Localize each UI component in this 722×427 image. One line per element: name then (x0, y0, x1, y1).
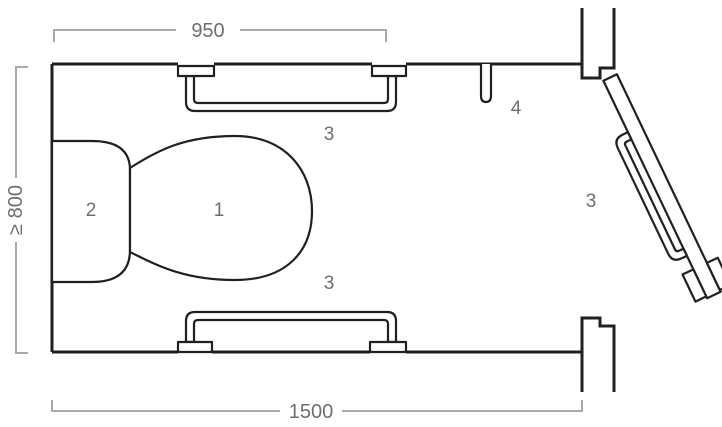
coat-hook (479, 64, 493, 104)
grab-rail-bottom (176, 310, 408, 354)
dimension-length-label: 1500 (289, 401, 334, 423)
door-jamb-bottom (580, 316, 616, 392)
dimension-length-bottom: 1500 (51, 400, 583, 423)
label-grab-rail-bottom: 3 (324, 273, 335, 294)
dimension-width-top: 950 (53, 20, 387, 42)
label-hook: 4 (511, 98, 522, 119)
toilet-bowl (128, 134, 314, 282)
label-toilet: 1 (214, 200, 225, 221)
label-grab-rail-top: 3 (324, 124, 335, 145)
dimension-width-label: 950 (191, 20, 224, 42)
label-door-rail: 3 (586, 191, 597, 212)
grab-rail-top (176, 64, 408, 113)
door-leaf (602, 73, 722, 303)
dimension-min-width-label: ≥ 800 (5, 185, 27, 235)
label-cistern: 2 (86, 200, 97, 221)
dimension-min-width-left: ≥ 800 (5, 66, 28, 354)
door-jamb-top (580, 8, 616, 80)
